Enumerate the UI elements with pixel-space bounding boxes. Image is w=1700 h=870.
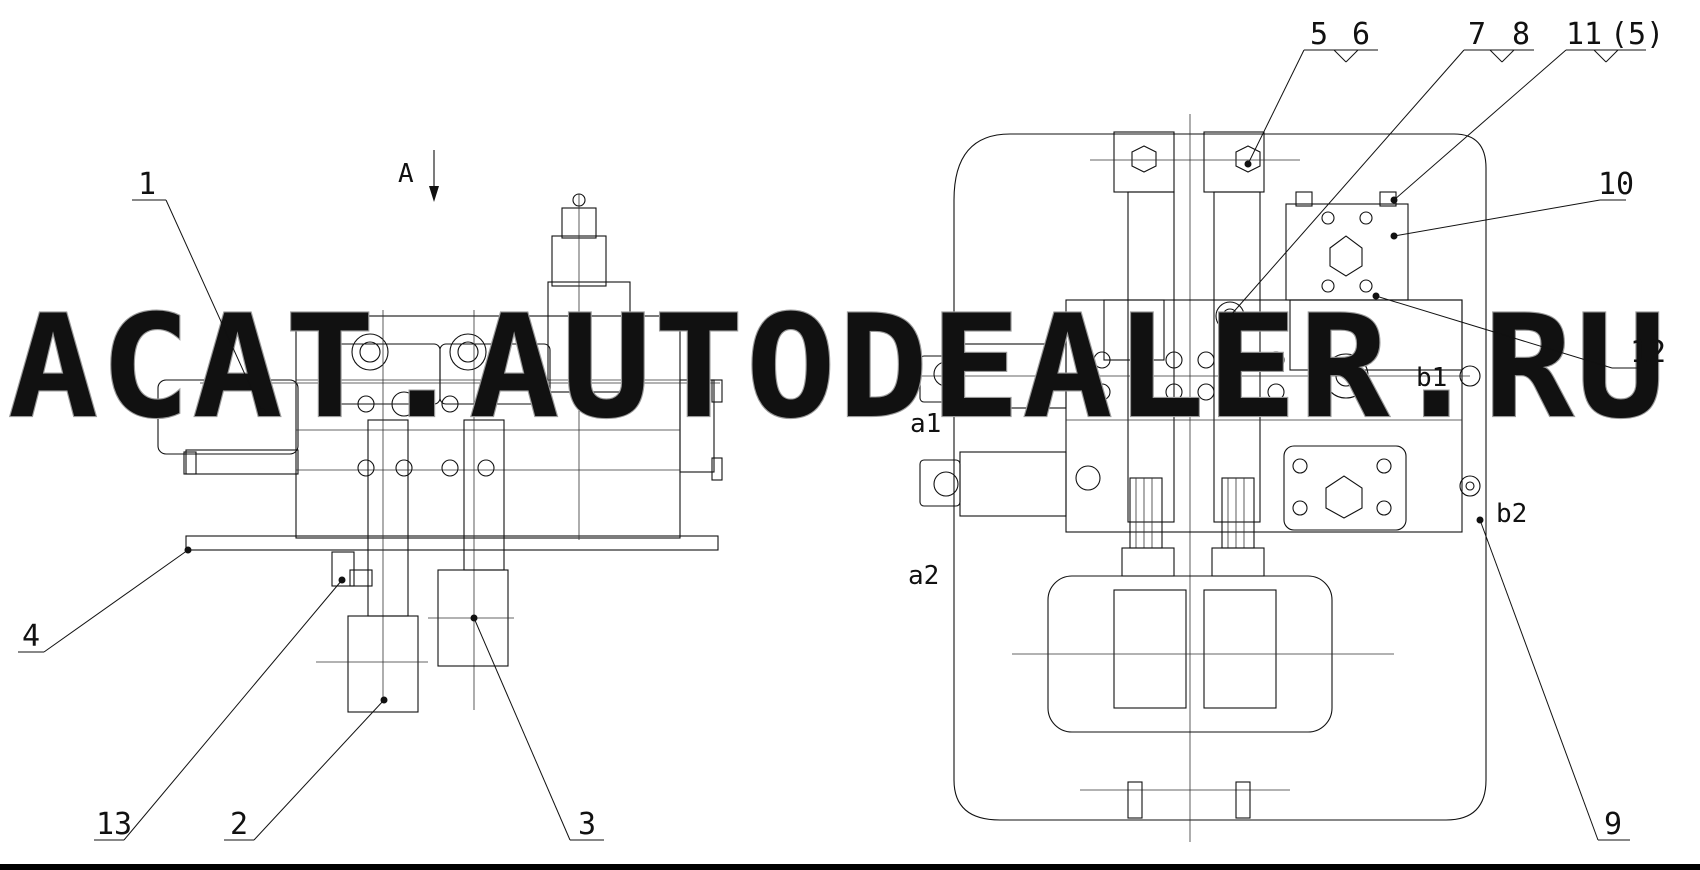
callout-12: 12 [1630, 335, 1666, 370]
callout-10: 10 [1598, 167, 1634, 202]
port-a1: a1 [910, 409, 941, 439]
watermark: ACAT.AUTODEALER.RU [8, 285, 1668, 450]
side-view: A [157, 150, 723, 713]
top-view [900, 114, 1487, 842]
callout-1: 1 [138, 167, 156, 202]
port-b2: b2 [1496, 499, 1527, 529]
callout-2: 2 [230, 807, 248, 842]
view-label: A [398, 159, 414, 189]
callout-13: 13 [96, 807, 132, 842]
callout-8: 8 [1512, 17, 1530, 52]
callout-6: 6 [1352, 17, 1370, 52]
callout-9: 9 [1604, 807, 1622, 842]
callout-11: 11 [1566, 17, 1602, 52]
callout-3: 3 [578, 807, 596, 842]
port-a2: a2 [908, 561, 939, 591]
bottom-border [0, 864, 1700, 870]
callout-5-ref: (5) [1610, 17, 1664, 52]
callout-5: 5 [1310, 17, 1328, 52]
callouts: 1 4 13 2 3 5 6 7 8 [18, 17, 1666, 842]
callout-4: 4 [22, 619, 40, 654]
port-b1: b1 [1416, 363, 1447, 393]
callout-7: 7 [1468, 17, 1486, 52]
